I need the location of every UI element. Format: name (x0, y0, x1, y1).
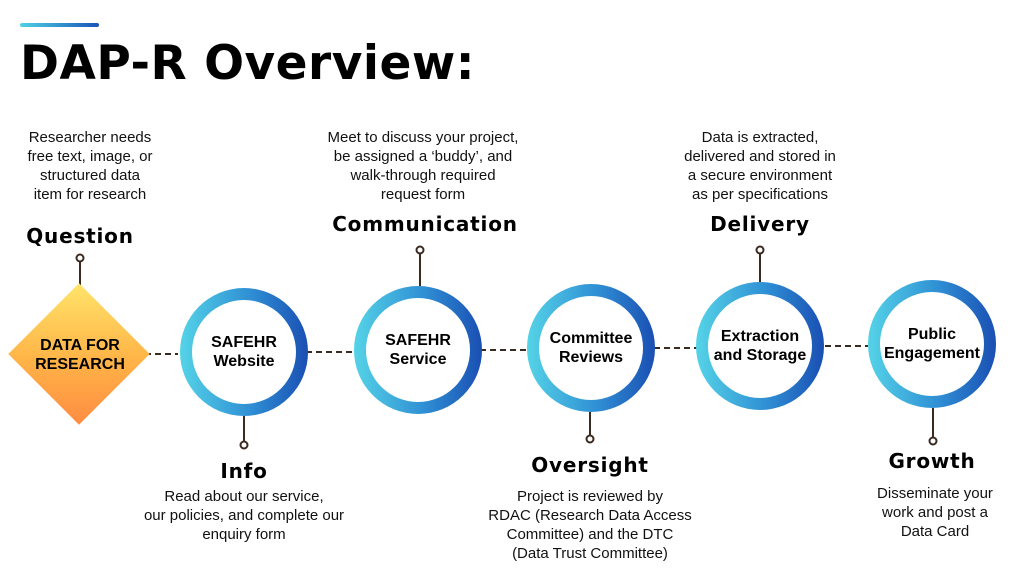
title-accent-line (20, 23, 99, 27)
stage-name-question: Question (26, 224, 134, 248)
node-label: Committee Reviews (549, 330, 633, 366)
connector-dot (239, 440, 249, 450)
node-extraction-storage: Extraction and Storage (696, 282, 824, 410)
stage-description-oversight: Project is reviewed by RDAC (Research Da… (488, 488, 692, 562)
node-label: SAFEHR Service (385, 332, 451, 368)
connector-dot (585, 434, 595, 444)
node-label: SAFEHR Website (211, 334, 277, 370)
connector-dot (755, 245, 765, 255)
connector-dot (415, 245, 425, 255)
stage-name-oversight: Oversight (531, 453, 649, 477)
stage-description-question: Researcher needs free text, image, or st… (27, 129, 153, 203)
node-committee-reviews: Committee Reviews (527, 284, 655, 412)
stage-name-communication: Communication (332, 212, 518, 236)
data-for-research-diamond: DATA FOR RESEARCH (8, 283, 150, 425)
node-label: Extraction and Storage (713, 328, 807, 364)
node-safehr-website: SAFEHR Website (180, 288, 308, 416)
node-label: Public Engagement (883, 326, 980, 362)
diamond-label: DATA FOR RESEARCH (35, 337, 125, 373)
connector-dot (75, 253, 85, 263)
stage-name-delivery: Delivery (710, 212, 810, 236)
stage-name-growth: Growth (888, 449, 976, 473)
stage-description-growth: Disseminate your work and post a Data Ca… (877, 485, 993, 540)
stage-name-info: Info (220, 459, 268, 483)
stage-description-delivery: Data is extracted, delivered and stored … (684, 129, 836, 203)
stage-description-communication: Meet to discuss your project, be assigne… (327, 129, 519, 203)
node-safehr-service: SAFEHR Service (354, 286, 482, 414)
node-public-engagement: Public Engagement (868, 280, 996, 408)
connector-dot (928, 436, 938, 446)
page-title: DAP-R Overview: (20, 36, 476, 91)
stage-description-info: Read about our service, our policies, an… (143, 488, 345, 543)
